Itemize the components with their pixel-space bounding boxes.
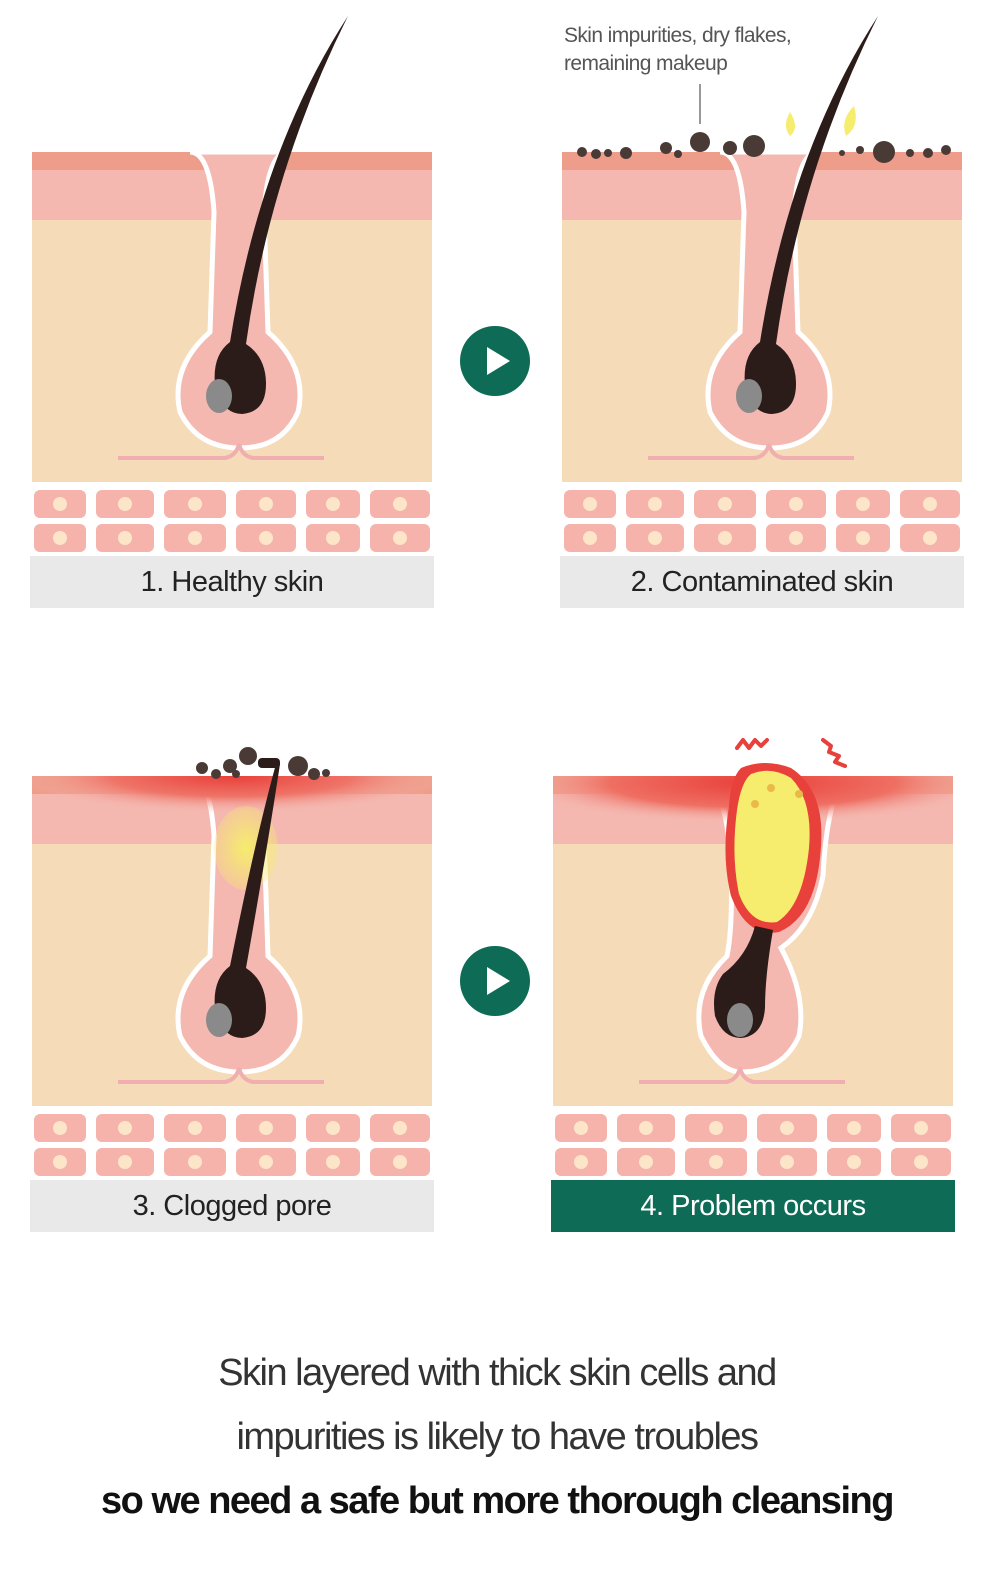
- callout-line-1: Skin impurities, dry flakes,: [564, 24, 792, 47]
- contaminated-skin-illustration: [562, 16, 962, 552]
- caption-line-1: Skin layered with thick skin cells and: [218, 1352, 777, 1394]
- clogged-pore-illustration: [32, 747, 432, 1176]
- panel-label-highlighted: 4. Problem occurs: [551, 1180, 955, 1232]
- healthy-skin-illustration: [32, 16, 432, 552]
- panel-contaminated-skin: 2. Contaminated skin: [560, 16, 964, 612]
- caption-line-3: so we need a safe but more thorough clea…: [101, 1480, 894, 1522]
- play-triangle-icon: [460, 326, 530, 396]
- caption-line-2: impurities is likely to have troubles: [236, 1416, 759, 1458]
- panel-label: 3. Clogged pore: [30, 1180, 434, 1232]
- panel-label: 2. Contaminated skin: [560, 556, 964, 608]
- play-triangle-icon: [460, 946, 530, 1016]
- callout-line-2: remaining makeup: [564, 52, 728, 75]
- problem-occurs-illustration: [553, 738, 953, 1176]
- impurities-callout: Skin impurities, dry flakes, remaining m…: [564, 22, 864, 78]
- panel-healthy-skin: 1. Healthy skin: [30, 16, 434, 612]
- impurity-particles: [196, 747, 330, 780]
- panel-problem-occurs: 4. Problem occurs: [551, 738, 955, 1236]
- panel-label: 1. Healthy skin: [30, 556, 434, 608]
- panel-clogged-pore: 3. Clogged pore: [30, 747, 434, 1236]
- impurity-particles: [577, 132, 951, 163]
